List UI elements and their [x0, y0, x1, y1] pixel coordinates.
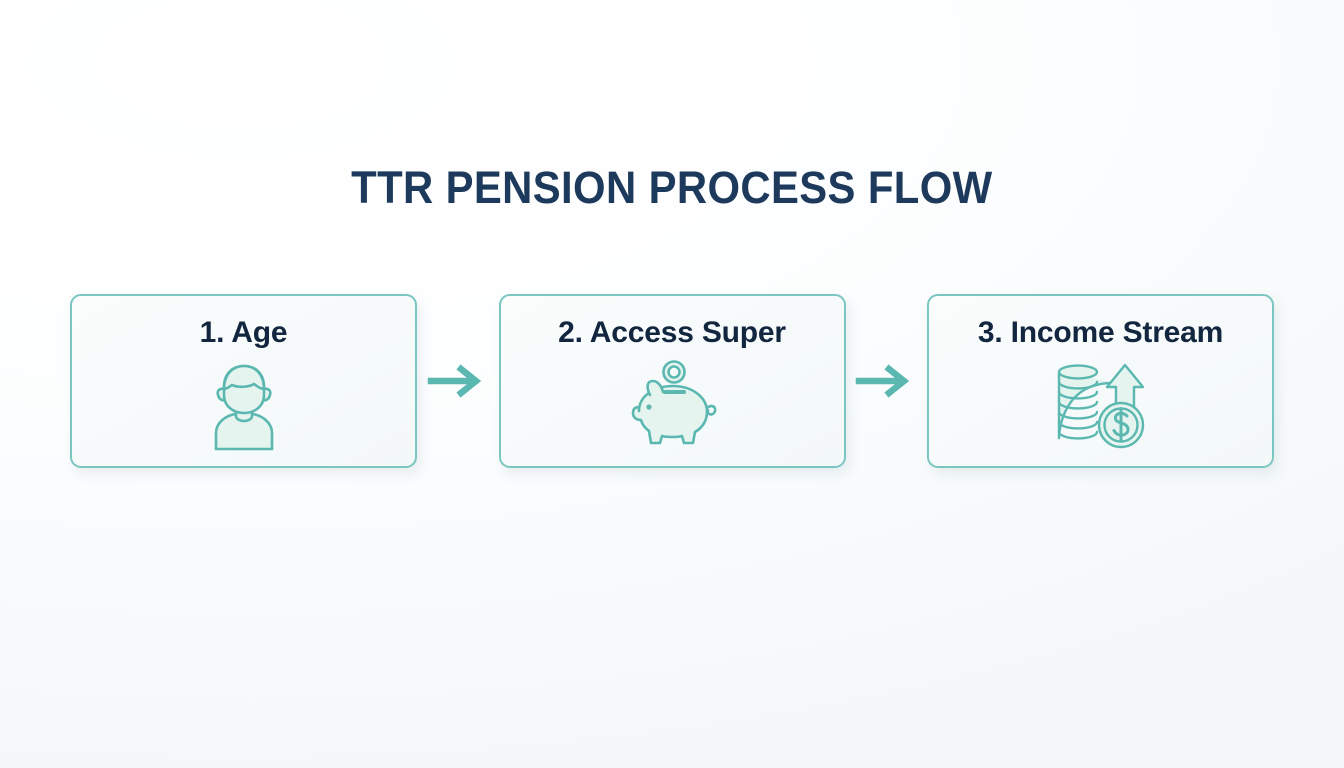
page-title: TTR PENSION PROCESS FLOW: [351, 162, 993, 214]
flow-step-label-3: 3. Income Stream: [977, 316, 1224, 349]
flow-step-card-1[interactable]: 1. Age: [70, 294, 417, 468]
title-container: TTR PENSION PROCESS FLOW: [0, 133, 1344, 243]
arrow-right-icon-1: [427, 361, 489, 401]
piggy-bank-icon: [622, 359, 722, 451]
coin-stack-growth-icon: [1051, 359, 1151, 451]
flow-step-card-3[interactable]: 3. Income Stream: [927, 294, 1274, 468]
flow-step-label-1: 1. Age: [199, 316, 288, 349]
arrow-right-icon-2: [855, 361, 917, 401]
flow-step-card-2[interactable]: 2. Access Super: [498, 294, 846, 468]
person-icon: [194, 359, 294, 451]
process-flow-row: 1. Age: [70, 293, 1274, 469]
flow-step-label-2: 2. Access Super: [558, 316, 786, 349]
